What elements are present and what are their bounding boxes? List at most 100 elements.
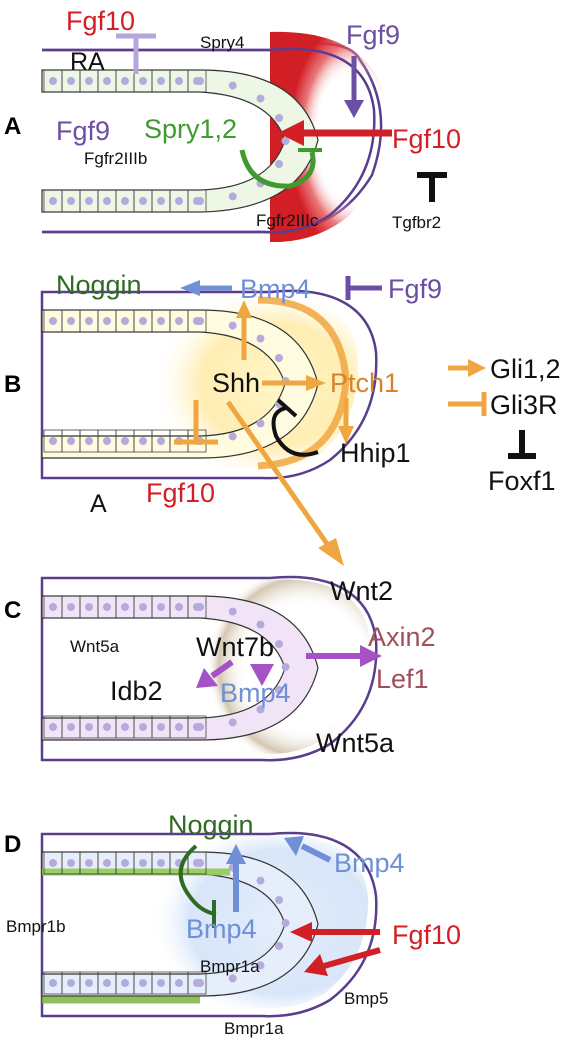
cell-nucleus — [85, 437, 93, 445]
cell-nucleus — [85, 979, 93, 987]
panel-b: B Noggin Bmp4 Fgf9 Shh Ptch1 Gli1,2 Gli3… — [4, 270, 561, 566]
bmp4-right-arrow-shaft — [300, 843, 332, 863]
panel-b-arrows — [174, 276, 536, 566]
cell-nucleus — [196, 603, 204, 611]
cell-nucleus — [228, 321, 237, 330]
cell-nucleus — [67, 437, 75, 445]
fgf9-top-arrowhead — [344, 100, 364, 118]
wnt5a-right-label: Wnt5a — [316, 728, 395, 758]
bmp4-right-arrowhead — [284, 836, 304, 856]
a-mark-label: A — [90, 490, 107, 518]
spry12-label: Spry1,2 — [144, 114, 237, 144]
wnt2-label: Wnt2 — [330, 576, 393, 606]
cell-nucleus — [275, 160, 283, 168]
fgf10-d-label: Fgf10 — [392, 920, 461, 950]
cell-nucleus — [196, 723, 204, 731]
cell-nucleus — [175, 979, 183, 987]
cell-nucleus — [121, 197, 129, 205]
cell-nucleus — [67, 603, 75, 611]
cell-nucleus — [275, 354, 283, 362]
cell-nucleus — [196, 317, 204, 325]
cell-nucleus — [175, 317, 183, 325]
bmp4-to-noggin-arrowhead — [180, 280, 200, 296]
noggin-inhibition-curve — [178, 844, 217, 916]
cell-nucleus — [103, 859, 111, 867]
cell-nucleus — [157, 317, 165, 325]
cell-nucleus — [103, 437, 111, 445]
wnt7b-to-axin2-arrowhead — [360, 645, 382, 667]
bmpr1a-mid-label: Bmpr1a — [200, 957, 260, 976]
lef1-label: Lef1 — [376, 664, 429, 694]
panel-c-letter: C — [4, 597, 21, 624]
cell-nucleus — [228, 81, 237, 90]
spry-feedback-curve — [239, 149, 316, 189]
cell-nucleus — [196, 859, 204, 867]
cell-nucleus — [85, 77, 93, 85]
cell-nucleus — [139, 859, 147, 867]
cell-nucleus — [103, 723, 111, 731]
panel-d-arrows — [178, 836, 381, 976]
fgf10-d-arrow2-shaft — [323, 947, 381, 969]
fgfr2iiib-label: Fgfr2IIIb — [84, 149, 147, 168]
epithelial-cell — [187, 189, 207, 213]
cell-nucleus — [196, 979, 204, 987]
cell-nucleus — [49, 979, 57, 987]
shh-to-wnt2-arrowhead — [318, 538, 344, 566]
hhip1-feedback-tee — [276, 398, 298, 418]
wnt7b-label: Wnt7b — [196, 632, 274, 662]
cell-nucleus — [157, 723, 165, 731]
cell-nucleus — [85, 723, 93, 731]
fgf10-top-label: Fgf10 — [66, 6, 135, 36]
cell-nucleus — [121, 603, 129, 611]
cell-nucleus — [67, 723, 75, 731]
panel-c-arrows — [196, 645, 382, 688]
cell-nucleus — [157, 197, 165, 205]
bmp5-label: Bmp5 — [344, 989, 388, 1008]
cell-nucleus — [275, 942, 283, 950]
hhip1-label: Hhip1 — [340, 438, 411, 468]
cell-nucleus — [157, 979, 165, 987]
cell-nucleus — [49, 197, 57, 205]
cell-nucleus — [103, 77, 111, 85]
cell-nucleus — [175, 77, 183, 85]
bmp4-d-center-label: Bmp4 — [186, 914, 257, 944]
wnt7b-to-idb2-arrowhead — [196, 668, 218, 688]
cell-nucleus — [275, 686, 283, 694]
noggin-b-label: Noggin — [56, 270, 142, 300]
wnt7b-to-idb2-arrow-shaft — [210, 659, 234, 679]
fgf9-left-label: Fgf9 — [56, 116, 110, 146]
cell-nucleus — [85, 197, 93, 205]
cell-nucleus — [67, 859, 75, 867]
cell-nucleus — [256, 876, 265, 885]
cell-nucleus — [228, 974, 237, 983]
cell-nucleus — [281, 137, 290, 145]
idb2-label: Idb2 — [110, 676, 163, 706]
panel-d: D Noggin Bmp4 Bmpr1b Bmp4 Fgf10 Bmpr1a B… — [4, 810, 461, 1038]
wnt5a-left-label: Wnt5a — [70, 637, 120, 656]
bmp4-d-right-label: Bmp4 — [334, 848, 405, 878]
cell-nucleus — [103, 603, 111, 611]
cell-nucleus — [256, 94, 265, 103]
epithelial-cell — [187, 715, 207, 739]
cell-nucleus — [139, 77, 147, 85]
cell-nucleus — [256, 620, 265, 629]
tgfbr2-label: Tgfbr2 — [392, 213, 441, 232]
cell-nucleus — [139, 723, 147, 731]
panel-a-bud — [41, 31, 386, 242]
spry4-label: Spry4 — [200, 33, 244, 52]
cell-nucleus — [139, 979, 147, 987]
cell-nucleus — [103, 317, 111, 325]
cell-nucleus — [281, 919, 290, 927]
cell-nucleus — [85, 859, 93, 867]
cell-nucleus — [49, 859, 57, 867]
cell-nucleus — [281, 663, 290, 671]
panel-d-letter: D — [4, 831, 21, 858]
cell-nucleus — [67, 77, 75, 85]
cell-nucleus — [196, 197, 204, 205]
fgf10-red-arrowhead — [278, 120, 304, 146]
cell-nucleus — [49, 317, 57, 325]
fgf10-d-arrow2-head — [304, 954, 328, 976]
cell-nucleus — [49, 77, 57, 85]
cell-nucleus — [121, 437, 129, 445]
